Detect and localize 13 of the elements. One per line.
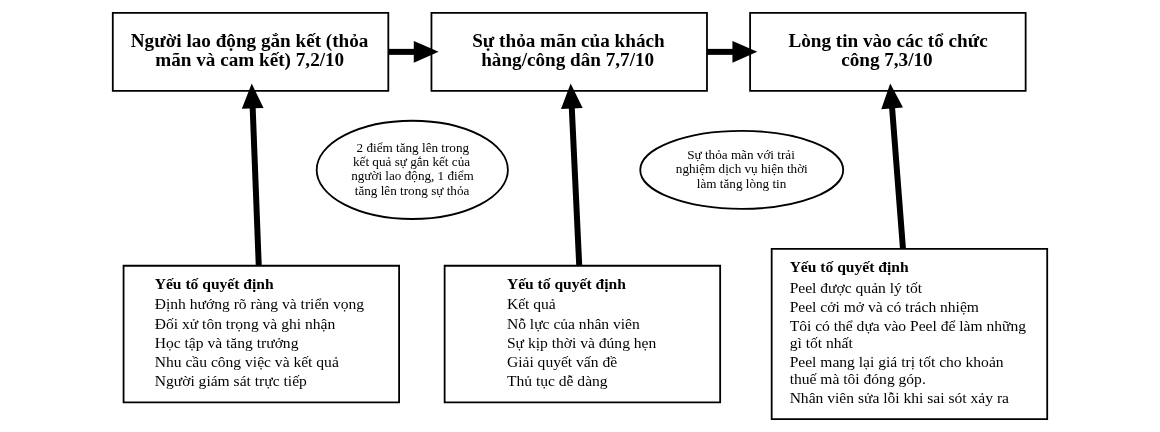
node-box: Yếu tố quyết định Định hướng rõ ràng và triển vọng Đối xử tôn trọng và ghi nhận Học tập và tăng trưởng Nhu cầu công việc và kết quả Người giám sát trực tiếp — [122, 264, 400, 404]
node-ellipse: Sự thỏa mãn với trải nghiệm dịch vụ hiện thời làm tăng lòng tin — [639, 130, 845, 210]
arrow — [241, 83, 264, 266]
node-box: Yếu tố quyết định Kết quả Nỗ lực của nhân viên Sự kịp thời và đúng hẹn Giải quyết vấn đề Thủ tục dễ dàng — [443, 264, 722, 404]
node-ellipse: 2 điểm tăng lên trong kết quả sự gắn kết của người lao động, 1 điểm tăng lên trong sự thỏa — [315, 119, 509, 220]
arrow — [560, 83, 583, 266]
arrow — [707, 41, 758, 63]
node-box: Người lao động gắn kết (thỏa mãn và cam kết) 7,2/10 — [111, 12, 390, 92]
arrow — [881, 83, 906, 250]
node-box: Yếu tố quyết định Peel được quản lý tốt Peel cởi mở và có trách nhiệm Tôi có thể dựa vào Peel để làm những gì tốt nhất Peel mang lại giá trị tốt cho khoản thuế mà tôi đóng góp. Nhân viên sửa lỗi khi sai sót xảy ra — [770, 248, 1049, 420]
arrow — [388, 41, 439, 63]
node-box: Lòng tin vào các tổ chức công 7,3/10 — [749, 12, 1027, 92]
node-box: Sự thỏa mãn của khách hàng/công dân 7,7/10 — [430, 12, 708, 92]
